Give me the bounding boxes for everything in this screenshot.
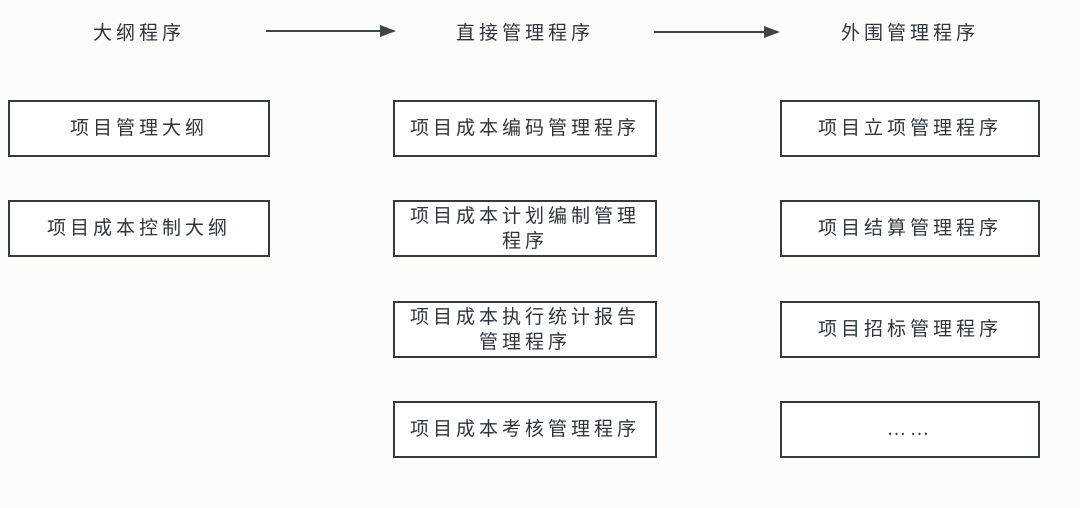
box-cost-execution-statistics-report-procedure: 项目成本执行统计报告管理程序 xyxy=(393,301,657,358)
column-header-direct-management: 直接管理程序 xyxy=(455,22,594,44)
column-header-peripheral-management: 外围管理程序 xyxy=(840,22,979,44)
flow-arrow-direct-to-peripheral xyxy=(654,26,780,38)
box-cost-coding-procedure: 项目成本编码管理程序 xyxy=(393,100,657,157)
box-ellipsis-more-procedures: …… xyxy=(780,401,1040,458)
box-project-bidding-procedure: 项目招标管理程序 xyxy=(780,301,1040,358)
box-project-cost-control-outline: 项目成本控制大纲 xyxy=(8,200,270,257)
column-header-outline: 大纲程序 xyxy=(92,22,185,44)
box-project-management-outline: 项目管理大纲 xyxy=(8,100,270,157)
arrowhead-icon xyxy=(380,25,396,37)
box-cost-assessment-procedure: 项目成本考核管理程序 xyxy=(393,401,657,458)
box-project-initiation-procedure: 项目立项管理程序 xyxy=(780,100,1040,157)
box-cost-plan-compilation-procedure: 项目成本计划编制管理程序 xyxy=(393,200,657,257)
box-project-settlement-procedure: 项目结算管理程序 xyxy=(780,200,1040,257)
flow-arrow-outline-to-direct xyxy=(266,25,396,37)
arrowhead-icon xyxy=(764,26,780,38)
